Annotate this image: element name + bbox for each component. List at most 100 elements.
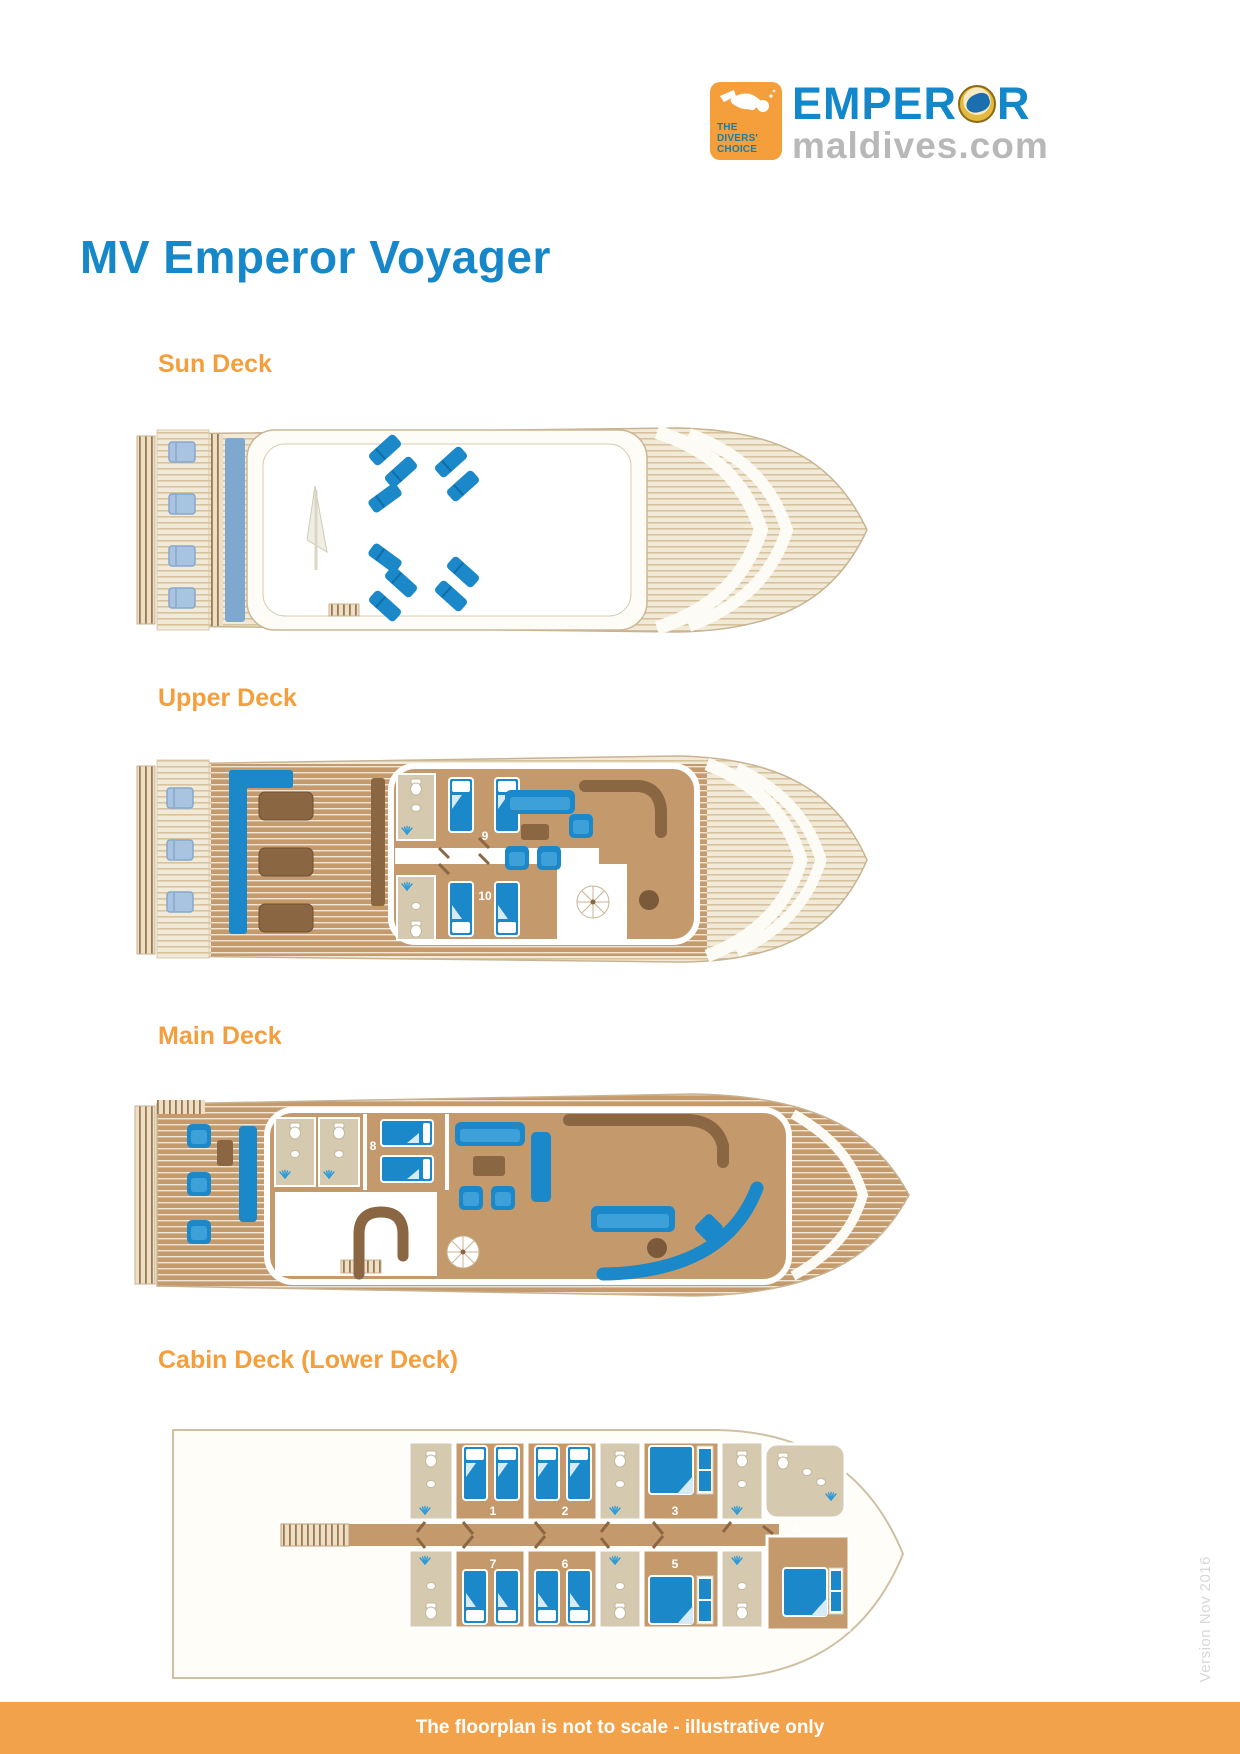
brand-domain: maldives.com [792, 125, 1049, 166]
slat-bench [371, 778, 385, 906]
mast-icon [306, 485, 328, 570]
bathroom-1 [274, 1117, 316, 1187]
cabin-3: 3 [641, 1440, 721, 1522]
sink-icon [411, 804, 421, 812]
cabin-number: 7 [490, 1557, 497, 1571]
armchair-icon [505, 846, 529, 870]
bathroom [719, 1548, 765, 1630]
sink-icon [334, 1150, 344, 1158]
armchair-icon [537, 846, 561, 870]
sink-icon [426, 1582, 436, 1590]
cabin-5: 5 [641, 1548, 721, 1630]
stern-bench [225, 438, 245, 622]
upper-deck-plan: 9 10 [136, 755, 868, 963]
bed-icon [648, 1445, 694, 1495]
toilet-icon [614, 1450, 626, 1468]
dining-table [473, 1156, 505, 1176]
stern-swim-platform [136, 435, 156, 625]
bed-icon [448, 777, 474, 833]
bed-icon [462, 1569, 488, 1625]
badge-line: CHOICE [717, 144, 758, 155]
divers-choice-badge: THE DIVERS' CHOICE [710, 82, 782, 160]
curved-bench [563, 1114, 729, 1168]
dining-area [455, 1122, 551, 1210]
spiral-stairs-icon [576, 885, 610, 919]
brand-text-right: R [997, 78, 1031, 129]
lounger-icon [168, 587, 196, 609]
corridor [395, 848, 599, 864]
lounger-icon [166, 891, 194, 913]
cabin-number: 4 [792, 1521, 799, 1535]
bed-icon [782, 1567, 828, 1617]
sink-icon [411, 902, 421, 910]
saloon-lounge [563, 1114, 764, 1281]
curved-bench [579, 780, 667, 838]
bench [531, 1132, 551, 1202]
sink-icon [802, 1468, 812, 1476]
lounger-icon [168, 545, 196, 567]
corner-hatch [157, 1100, 205, 1114]
stern-bench [229, 770, 293, 934]
footer-note: The floorplan is not to scale - illustra… [415, 1717, 825, 1738]
toilet-icon [736, 1602, 748, 1620]
toilet-icon [410, 920, 422, 938]
cabin-8: 8 [363, 1114, 449, 1190]
walkway-ladder [211, 434, 223, 626]
version-note: Version Nov 2016 [1197, 1555, 1214, 1682]
sink-icon [816, 1478, 826, 1486]
round-table [639, 890, 659, 910]
table [217, 1140, 233, 1166]
bed-icon [566, 1569, 592, 1625]
cabin-2: 2 [525, 1440, 599, 1522]
bed-icon [534, 1445, 560, 1501]
chair-icon [459, 1186, 483, 1210]
toilet-icon [614, 1602, 626, 1620]
cabin-6: 6 [525, 1548, 599, 1630]
cabin-4: 4 [765, 1521, 851, 1632]
bed-icon [380, 1155, 434, 1183]
door-marks [437, 836, 491, 876]
bathroom [407, 1440, 455, 1522]
gangway [280, 1523, 350, 1547]
bathroom [407, 1548, 455, 1630]
bed-icon [448, 881, 474, 937]
sink-icon [737, 1480, 747, 1488]
toilet-icon [736, 1450, 748, 1468]
bed-icon [494, 1445, 520, 1501]
cabin-number: 1 [490, 1504, 497, 1518]
cabin-1: 1 [453, 1440, 527, 1522]
chair-icon [187, 1124, 211, 1148]
spiral-stairs-icon [446, 1235, 480, 1269]
sofa-cushion [597, 1214, 669, 1228]
bed-icon [380, 1119, 434, 1147]
heading-main-deck: Main Deck [158, 1022, 282, 1050]
cabin-number: 10 [478, 889, 492, 903]
sun-salon [262, 443, 632, 617]
cabin-number: 5 [672, 1557, 679, 1571]
lounger-icon [168, 493, 196, 515]
bathroom [597, 1440, 643, 1522]
globe-icon [958, 85, 997, 123]
door-marks [415, 1521, 774, 1549]
footer-bar: The floorplan is not to scale - illustra… [0, 1702, 1240, 1754]
cabin-number: 3 [672, 1504, 679, 1518]
cabin-number: 9 [482, 829, 489, 843]
cabin-deck-plan: 1 2 3 [172, 1429, 905, 1679]
cabin-10: 10 [396, 875, 520, 941]
bed-icon [566, 1445, 592, 1501]
toilet-icon [777, 1452, 789, 1470]
chair-icon [491, 1186, 515, 1210]
bow-walkway-bands [704, 757, 827, 963]
stern-seating [187, 1124, 257, 1244]
bed-icon [494, 1569, 520, 1625]
bed-icon [462, 1445, 488, 1501]
sofa-icon [505, 790, 575, 814]
toilet-icon [333, 1122, 345, 1140]
cabin-wall [363, 1114, 367, 1190]
toilet-icon [425, 1602, 437, 1620]
heading-cabin-deck: Cabin Deck (Lower Deck) [158, 1346, 459, 1374]
toilet-icon [425, 1450, 437, 1468]
bed-icon [494, 881, 520, 937]
bow-walkway-band [790, 1109, 869, 1281]
